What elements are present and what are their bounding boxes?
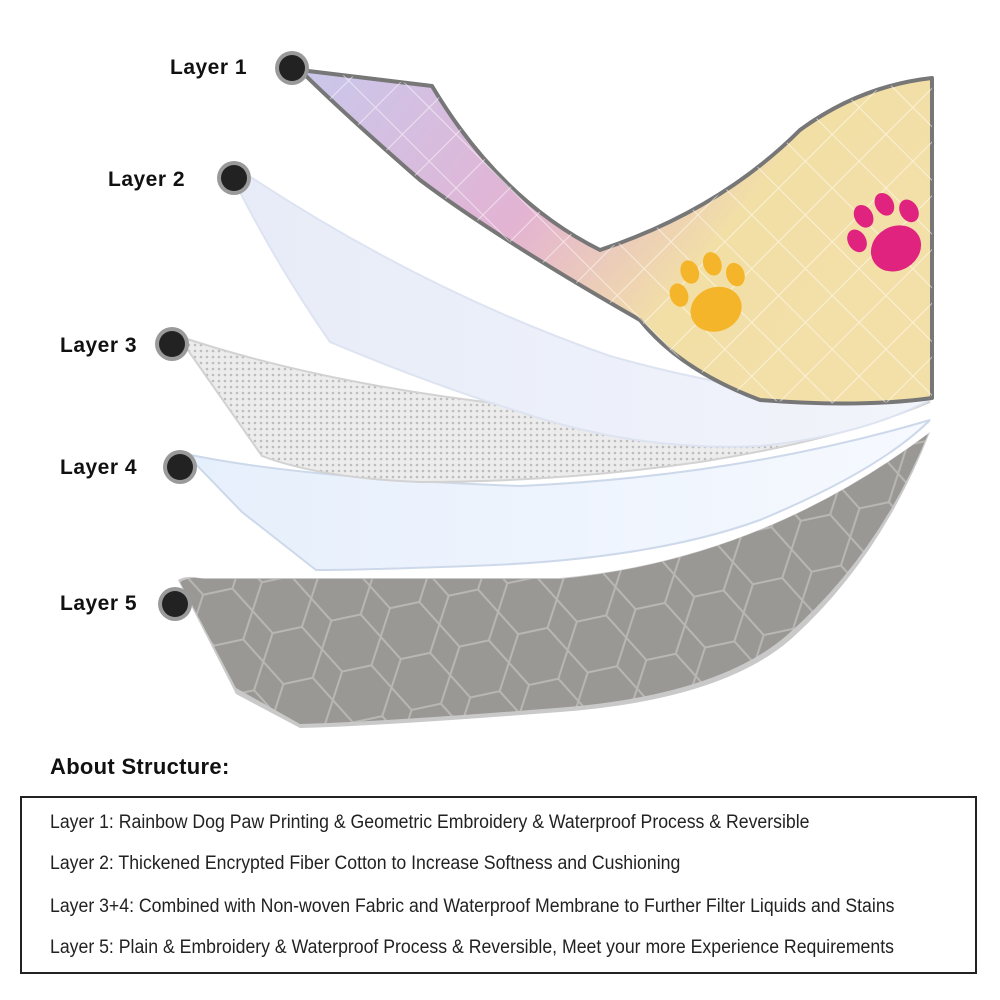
description-line-layer-1: Layer 1: Rainbow Dog Paw Printing & Geom…: [50, 812, 810, 833]
layer-1-label: Layer 1: [170, 56, 248, 79]
layer-2-label: Layer 2: [108, 168, 186, 191]
layer-2-shape: [239, 168, 931, 448]
layer-3-label: Layer 3: [60, 334, 138, 357]
structure-description-box: Layer 1: Rainbow Dog Paw Printing & Geom…: [20, 796, 977, 974]
layer-1-marker: [279, 55, 305, 81]
layer-4-marker: [167, 454, 193, 480]
layer-5-marker: [162, 591, 188, 617]
layer-3-marker: [159, 331, 185, 357]
description-line-layer-2: Layer 2: Thickened Encrypted Fiber Cotto…: [50, 853, 681, 874]
description-line-layer-5: Layer 5: Plain & Embroidery & Waterproof…: [50, 937, 894, 958]
layer-4-label: Layer 4: [60, 456, 138, 479]
about-structure-heading: About Structure:: [50, 754, 230, 779]
layer-2-marker: [221, 165, 247, 191]
paw-print-icon: [847, 192, 922, 272]
fabric-layers-illustration: [175, 68, 934, 728]
description-line-layer-3-4: Layer 3+4: Combined with Non-woven Fabri…: [50, 896, 895, 917]
layer-5-label: Layer 5: [60, 592, 138, 615]
layer-1-shape: [298, 68, 934, 406]
paw-print-icon: [669, 252, 745, 332]
layer-5-shape: [178, 432, 930, 728]
